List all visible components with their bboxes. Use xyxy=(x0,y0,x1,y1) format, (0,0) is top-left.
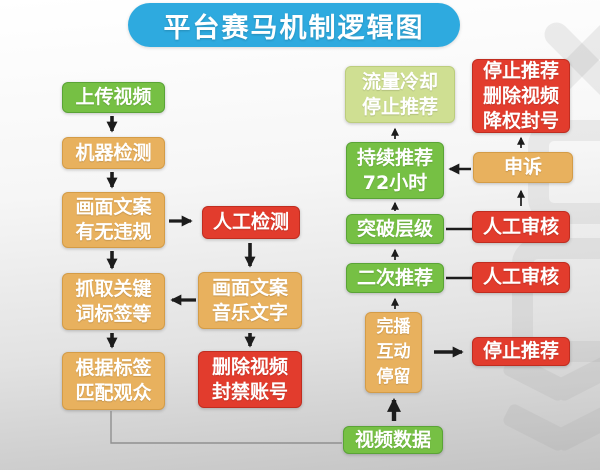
node-grab-keywords: 抓取关键 词标签等 xyxy=(62,273,165,330)
node-continuous-72h: 持续推荐 72小时 xyxy=(346,142,444,199)
node-completion-stay: 完播 互动 停留 xyxy=(365,312,422,393)
node-screen-text-violation: 画面文案 有无违规 xyxy=(62,192,165,248)
watermark-chevron-icon xyxy=(505,402,600,458)
page-title: 平台赛马机制逻辑图 xyxy=(128,3,460,47)
node-video-data: 视频数据 xyxy=(343,426,443,454)
node-traffic-cooldown: 流量冷却 停止推荐 xyxy=(345,66,455,123)
node-manual-review-bottom: 人工审核 xyxy=(472,262,570,293)
node-match-audience: 根据标签 匹配观众 xyxy=(62,352,165,410)
node-appeal: 申诉 xyxy=(473,152,573,183)
node-upload-video: 上传视频 xyxy=(62,82,165,113)
line-audience-to-videodata xyxy=(110,411,342,444)
node-delete-video-ban: 删除视频 封禁账号 xyxy=(198,351,302,408)
node-second-recommend: 二次推荐 xyxy=(346,263,444,293)
node-manual-check: 人工检测 xyxy=(202,206,300,239)
node-stop-delete-demote: 停止推荐 删除视频 降权封号 xyxy=(472,59,570,133)
node-screen-text-music: 画面文案 音乐文字 xyxy=(198,272,302,329)
node-manual-review-top: 人工审核 xyxy=(472,211,570,243)
node-machine-check: 机器检测 xyxy=(62,137,165,169)
node-stop-recommend: 停止推荐 xyxy=(472,337,570,366)
node-break-level: 突破层级 xyxy=(346,214,444,244)
